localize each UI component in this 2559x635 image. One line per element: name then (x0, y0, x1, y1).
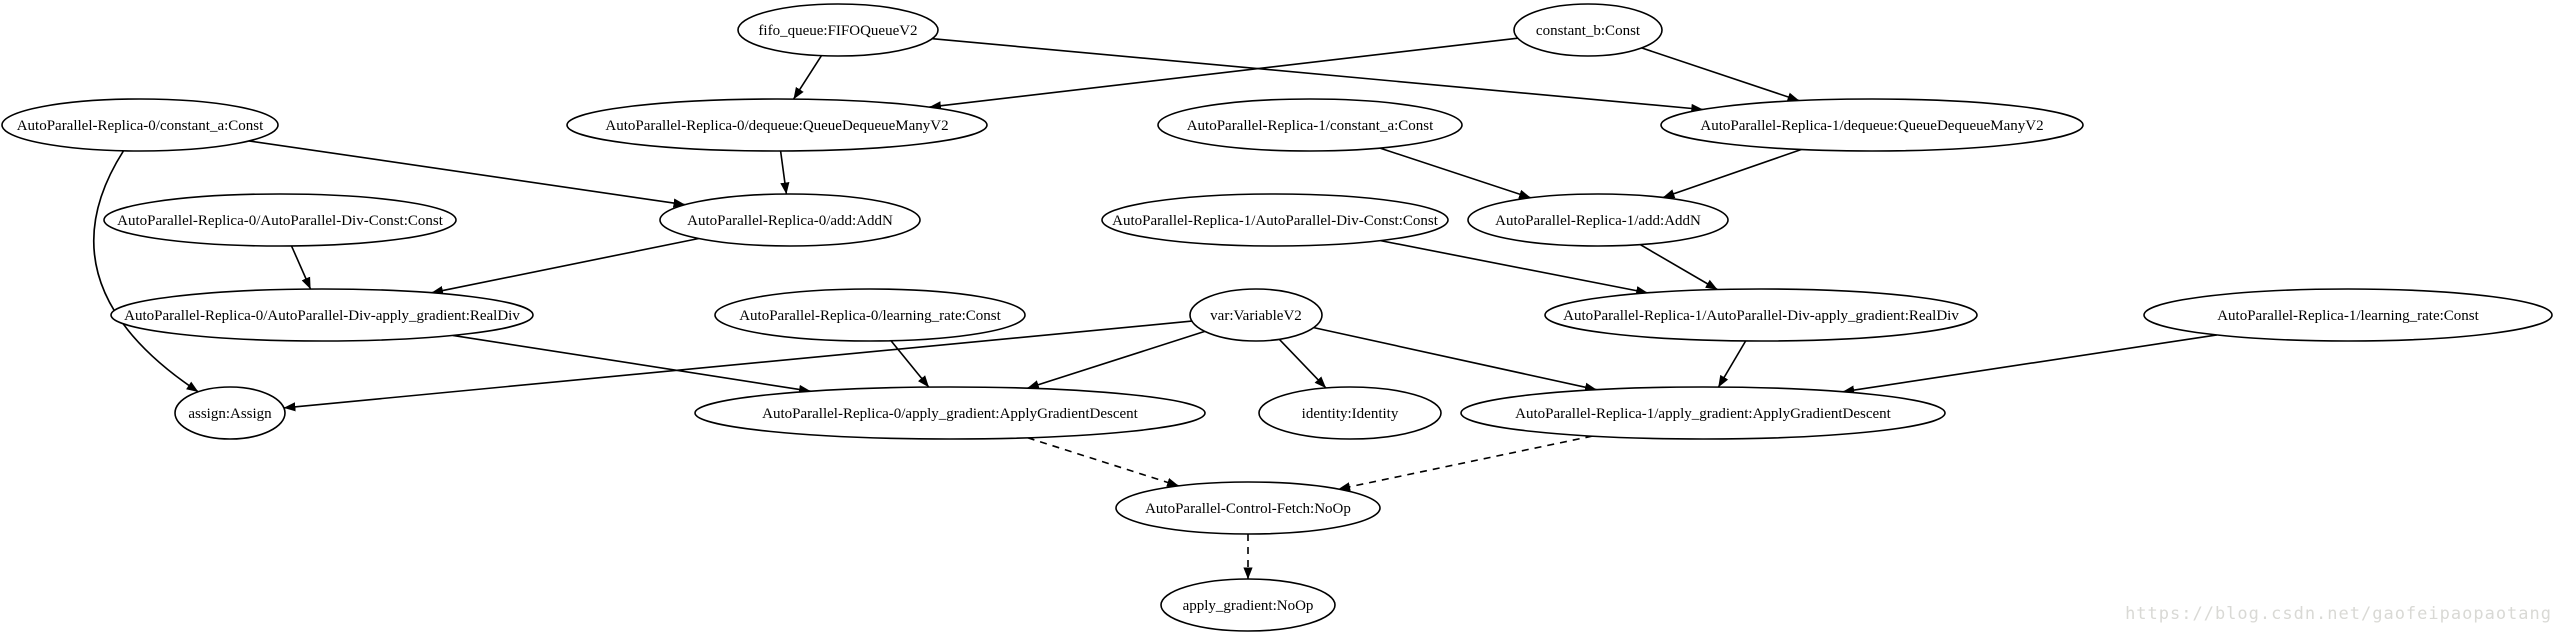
edge-replica0_dequeue-to-replica0_add (779, 150, 790, 195)
node-ellipse-replica1_div_const (1101, 193, 1449, 247)
node-ellipse-replica0_apply_gradient (694, 386, 1206, 440)
node-control_fetch: AutoParallel-Control-Fetch:NoOp (1115, 481, 1381, 535)
node-label-replica0_add: AutoParallel-Replica-0/add:AddN (687, 213, 893, 229)
edge-replica1_realdiv-to-replica1_apply_gradient (1717, 340, 1747, 388)
edge-fifo_queue-to-replica0_dequeue (792, 55, 823, 100)
node-assign: assign:Assign (174, 386, 286, 440)
node-replica0_dequeue: AutoParallel-Replica-0/dequeue:QueueDequ… (566, 98, 988, 152)
node-replica1_dequeue: AutoParallel-Replica-1/dequeue:QueueDequ… (1660, 98, 2084, 152)
node-label-replica0_dequeue: AutoParallel-Replica-0/dequeue:QueueDequ… (605, 118, 948, 134)
node-label-assign: assign:Assign (188, 406, 272, 422)
edge-replica1_learning_rate-to-replica1_apply_gradient (1842, 334, 2218, 395)
node-ellipse-replica0_constant_a (1, 98, 279, 152)
edge-replica0_div_const-to-replica0_realdiv (290, 245, 312, 290)
node-ellipse-assign (174, 386, 286, 440)
csdn-watermark: https://blog.csdn.net/gaofeipaopaotang (2125, 604, 2552, 624)
node-label-replica1_add: AutoParallel-Replica-1/add:AddN (1495, 213, 1701, 229)
edge-replica1_add-to-replica1_realdiv (1639, 243, 1718, 291)
node-label-replica1_constant_a: AutoParallel-Replica-1/constant_a:Const (1187, 118, 1434, 134)
edge-replica1_div_const-to-replica1_realdiv (1380, 239, 1648, 296)
node-label-replica1_apply_gradient: AutoParallel-Replica-1/apply_gradient:Ap… (1515, 406, 1892, 422)
edge-replica0_constant_a-to-replica0_add (248, 140, 686, 208)
edge-var-to-assign (283, 320, 1192, 412)
node-replica0_learning_rate: AutoParallel-Replica-0/learning_rate:Con… (714, 288, 1026, 342)
node-ellipse-replica1_realdiv (1544, 288, 1978, 342)
node-ellipse-constant_b (1513, 3, 1663, 57)
node-replica1_add: AutoParallel-Replica-1/add:AddN (1467, 193, 1729, 247)
edge-replica1_apply_gradient-to-control_fetch (1338, 435, 1593, 492)
node-ellipse-replica0_dequeue (566, 98, 988, 152)
node-ellipse-replica0_div_const (103, 193, 457, 247)
node-constant_b: constant_b:Const (1513, 3, 1663, 57)
node-identity: identity:Identity (1258, 386, 1442, 440)
node-fifo_queue: fifo_queue:FIFOQueueV2 (737, 3, 939, 57)
edge-replica0_realdiv-to-replica0_apply_gradient (452, 334, 811, 394)
node-replica1_realdiv: AutoParallel-Replica-1/AutoParallel-Div-… (1544, 288, 1978, 342)
node-ellipse-replica1_add (1467, 193, 1729, 247)
node-ellipse-identity (1258, 386, 1442, 440)
node-label-replica0_constant_a: AutoParallel-Replica-0/constant_a:Const (17, 118, 264, 134)
edge-fifo_queue-to-replica1_dequeue (932, 37, 1704, 114)
node-label-identity: identity:Identity (1302, 406, 1399, 422)
edge-replica0_apply_gradient-to-control_fetch (1027, 437, 1179, 487)
node-label-replica0_realdiv: AutoParallel-Replica-0/AutoParallel-Div-… (124, 308, 520, 324)
node-label-fifo_queue: fifo_queue:FIFOQueueV2 (758, 23, 917, 39)
node-replica0_realdiv: AutoParallel-Replica-0/AutoParallel-Div-… (110, 288, 534, 342)
edge-replica0_add-to-replica0_realdiv (431, 237, 699, 296)
node-var: var:VariableV2 (1189, 288, 1323, 342)
node-label-apply_gradient_noop: apply_gradient:NoOp (1183, 598, 1314, 614)
node-label-replica1_dequeue: AutoParallel-Replica-1/dequeue:QueueDequ… (1700, 118, 2043, 134)
edge-replica1_dequeue-to-replica1_add (1662, 148, 1802, 199)
edge-var-to-replica1_apply_gradient (1313, 326, 1597, 392)
node-ellipse-replica1_dequeue (1660, 98, 2084, 152)
node-ellipse-fifo_queue (737, 3, 939, 57)
edge-replica1_constant_a-to-replica1_add (1379, 147, 1531, 199)
node-label-replica1_learning_rate: AutoParallel-Replica-1/learning_rate:Con… (2217, 308, 2479, 324)
edge-constant_b-to-replica1_dequeue (1641, 47, 1800, 102)
node-ellipse-replica0_realdiv (110, 288, 534, 342)
node-replica0_apply_gradient: AutoParallel-Replica-0/apply_gradient:Ap… (694, 386, 1206, 440)
node-ellipse-replica0_add (659, 193, 921, 247)
node-ellipse-replica1_apply_gradient (1460, 386, 1946, 440)
node-ellipse-apply_gradient_noop (1160, 578, 1336, 632)
node-label-control_fetch: AutoParallel-Control-Fetch:NoOp (1145, 501, 1351, 517)
node-replica0_constant_a: AutoParallel-Replica-0/constant_a:Const (1, 98, 279, 152)
node-ellipse-var (1189, 288, 1323, 342)
node-replica1_apply_gradient: AutoParallel-Replica-1/apply_gradient:Ap… (1460, 386, 1946, 440)
edge-constant_b-to-replica0_dequeue (929, 37, 1518, 111)
node-label-var: var:VariableV2 (1210, 308, 1302, 324)
edges-layer (93, 37, 2218, 580)
node-label-replica1_realdiv: AutoParallel-Replica-1/AutoParallel-Div-… (1563, 308, 1959, 324)
node-replica1_div_const: AutoParallel-Replica-1/AutoParallel-Div-… (1101, 193, 1449, 247)
node-label-replica1_div_const: AutoParallel-Replica-1/AutoParallel-Div-… (1112, 213, 1439, 229)
node-replica0_add: AutoParallel-Replica-0/add:AddN (659, 193, 921, 247)
node-replica0_div_const: AutoParallel-Replica-0/AutoParallel-Div-… (103, 193, 457, 247)
node-label-replica0_apply_gradient: AutoParallel-Replica-0/apply_gradient:Ap… (762, 406, 1139, 422)
node-ellipse-replica0_learning_rate (714, 288, 1026, 342)
edge-replica0_constant_a-to-assign (93, 150, 199, 393)
node-replica1_learning_rate: AutoParallel-Replica-1/learning_rate:Con… (2143, 288, 2553, 342)
node-ellipse-replica1_constant_a (1157, 98, 1463, 152)
node-label-replica0_div_const: AutoParallel-Replica-0/AutoParallel-Div-… (117, 213, 444, 229)
edge-var-to-replica0_apply_gradient (1027, 330, 1206, 390)
node-label-replica0_learning_rate: AutoParallel-Replica-0/learning_rate:Con… (739, 308, 1001, 324)
edge-var-to-identity (1278, 338, 1327, 389)
node-label-constant_b: constant_b:Const (1536, 23, 1641, 39)
node-ellipse-replica1_learning_rate (2143, 288, 2553, 342)
node-apply_gradient_noop: apply_gradient:NoOp (1160, 578, 1336, 632)
nodes-layer: fifo_queue:FIFOQueueV2 constant_b:ConstAu… (1, 3, 2553, 632)
node-replica1_constant_a: AutoParallel-Replica-1/constant_a:Const (1157, 98, 1463, 152)
node-ellipse-control_fetch (1115, 481, 1381, 535)
